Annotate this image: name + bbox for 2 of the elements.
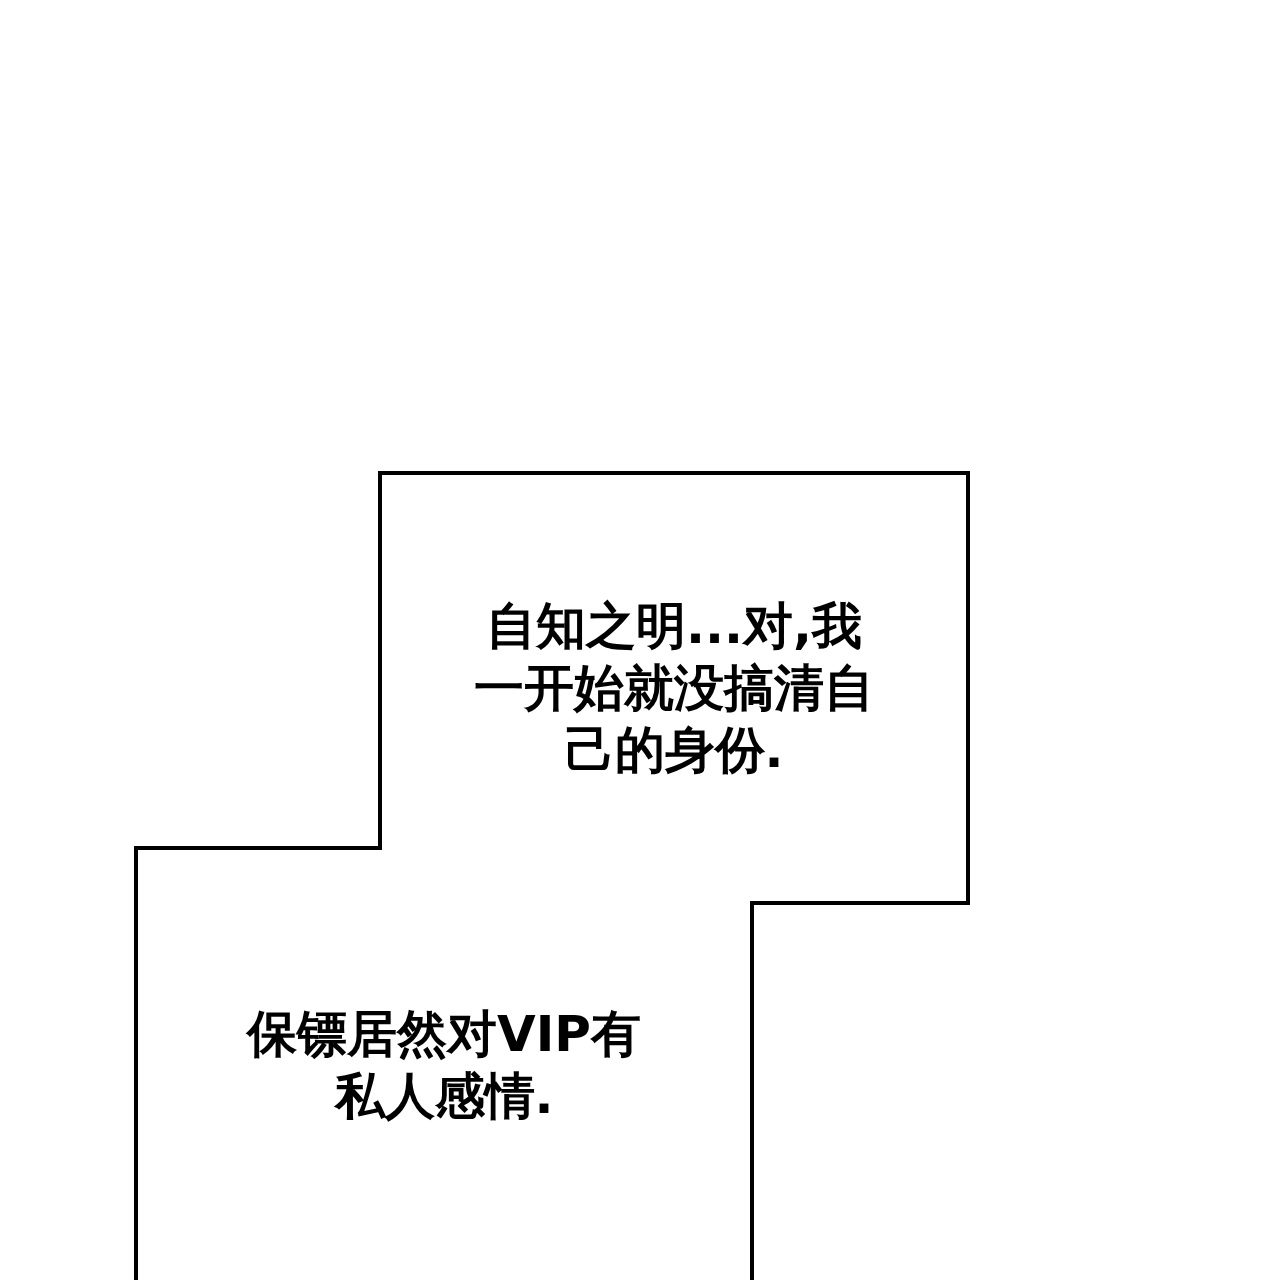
caption-text: 自知之明...对,我一开始就没搞清自己的身份. — [473, 596, 875, 781]
caption-text: 保镖居然对VIP有私人感情. — [245, 1004, 642, 1127]
